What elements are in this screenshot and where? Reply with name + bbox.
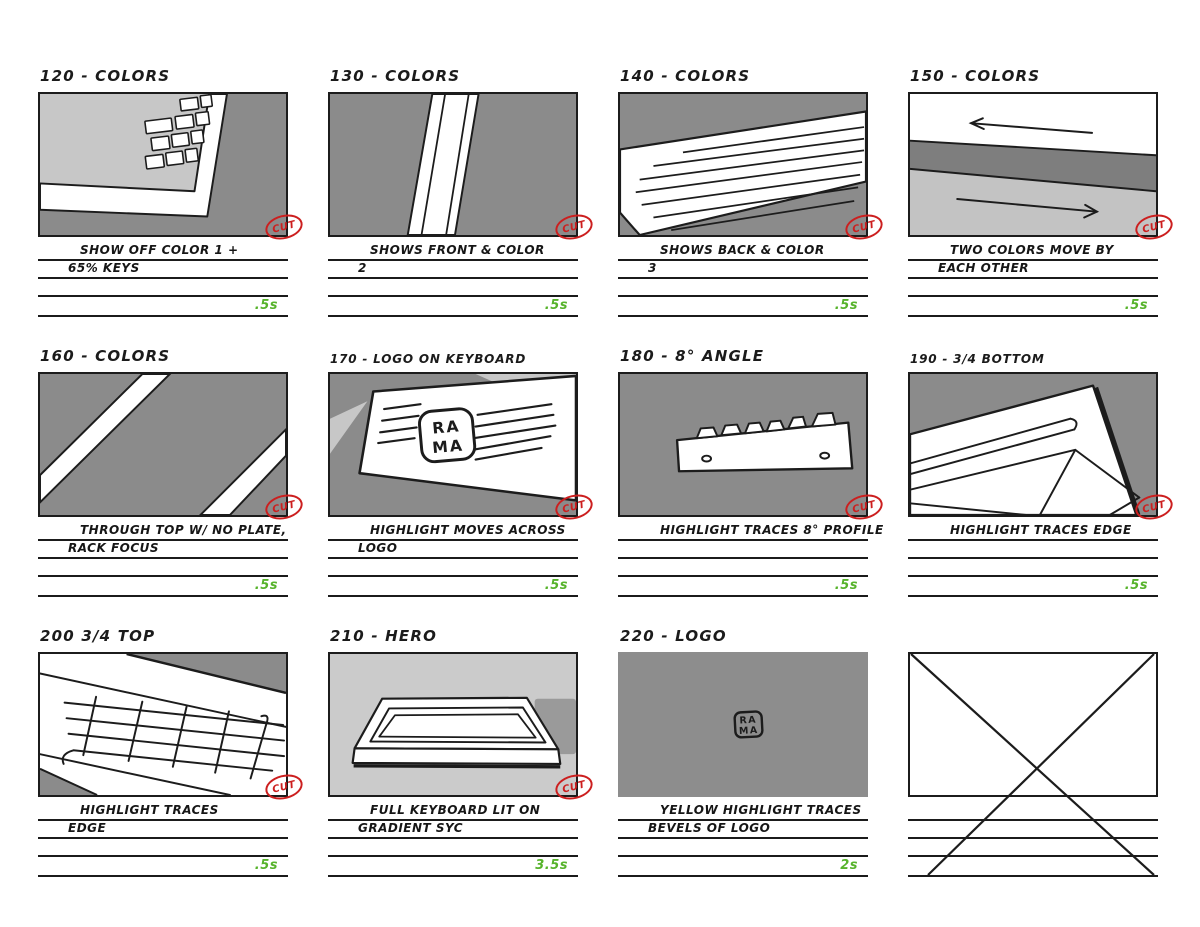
logo-text-bottom: MA [739, 725, 759, 737]
storyboard-panel: 190 - 3/4 BOTTOM CUT HIGHLIGHT TRACES ED… [908, 344, 1176, 597]
sketch-top-view-grid-icon [40, 654, 286, 795]
sketch-side-profile-icon [620, 374, 866, 515]
storyboard-panel: 140 - COLORS CUT SHOWS BACK & COLOR 3 .5… [618, 64, 886, 317]
panel-frame: CUT [618, 92, 886, 244]
sketch-back-diagonal-lines-icon [620, 94, 866, 235]
storyboard-panel: 160 - COLORS CUT THROUGH TOP W/ NO PLATE… [38, 344, 306, 597]
storyboard-panel: 200 3/4 TOP CUT HIGHLIGHT TRAC [38, 624, 306, 877]
panel-title: 200 3/4 TOP [40, 627, 156, 645]
panel-frame: RA MA [618, 652, 868, 797]
panel-frame: CUT [38, 652, 306, 804]
panel-frame: CUT [328, 652, 596, 804]
storyboard-panel: 150 - COLORS CUT TWO COLORS MOVE BY EACH… [908, 64, 1176, 317]
panel-title: 150 - COLORS [910, 67, 1041, 85]
sketch-two-diagonal-stripes-icon [40, 374, 286, 515]
panel-frame: CUT [38, 92, 306, 244]
duration-label: .5s [544, 578, 568, 593]
sketch-rama-logo-plate-icon: RA MA [330, 374, 576, 515]
panel-title: 160 - COLORS [40, 347, 171, 365]
duration-label: 3.5s [535, 858, 568, 873]
caption-line-2: RACK FOCUS [68, 541, 160, 555]
caption-lines: THROUGH TOP W/ NO PLATE, RACK FOCUS .5s [38, 517, 288, 597]
sketch-three-quarter-bottom-icon [910, 374, 1156, 515]
caption-line-1: SHOW OFF COLOR 1 + [80, 243, 239, 257]
duration-label: .5s [544, 298, 568, 313]
caption-line-1: HIGHLIGHT MOVES ACROSS [370, 523, 566, 537]
caption-lines: HIGHLIGHT MOVES ACROSS LOGO .5s [328, 517, 578, 597]
storyboard-panel-crossed-out [908, 624, 1158, 877]
panel-frame: RA MA CUT [328, 372, 596, 524]
caption-line-2: 65% KEYS [68, 261, 140, 275]
caption-line-1: FULL KEYBOARD LIT ON [370, 803, 541, 817]
caption-lines: TWO COLORS MOVE BY EACH OTHER .5s [908, 237, 1158, 317]
duration-label: .5s [254, 298, 278, 313]
storyboard-panel: 120 - COLORS CUT SHOW OFF COLOR 1 + 65% … [38, 64, 306, 317]
caption-line-1: HIGHLIGHT TRACES [80, 803, 219, 817]
panel-frame: CUT [38, 372, 306, 524]
caption-lines: FULL KEYBOARD LIT ON GRADIENT SYC 3.5s [328, 797, 578, 877]
panel-title: 130 - COLORS [330, 67, 461, 85]
panel-title: 170 - LOGO ON KEYBOARD [330, 352, 527, 366]
panel-title: 180 - 8° ANGLE [620, 347, 765, 365]
caption-line-1: SHOWS FRONT & COLOR [370, 243, 545, 257]
caption-line-1: HIGHLIGHT TRACES 8° PROFILE [660, 523, 884, 537]
sketch-front-edge-stripe-icon [330, 94, 576, 235]
panel-title [908, 624, 1158, 652]
caption-lines: SHOW OFF COLOR 1 + 65% KEYS .5s [38, 237, 288, 317]
caption-line-2: GRADIENT SYC [358, 821, 464, 835]
caption-line-1: THROUGH TOP W/ NO PLATE, [80, 523, 287, 537]
caption-line-1: TWO COLORS MOVE BY [950, 243, 1114, 257]
cross-out-x-icon [910, 653, 1155, 876]
caption-lines: HIGHLIGHT TRACES EDGE .5s [908, 517, 1158, 597]
caption-lines: YELLOW HIGHLIGHT TRACES BEVELS OF LOGO 2… [618, 797, 868, 877]
caption-lines [908, 797, 1158, 877]
duration-label: .5s [254, 858, 278, 873]
caption-line-2: BEVELS OF LOGO [648, 821, 771, 835]
storyboard-panel: 220 - LOGO RA MA YELLOW HIGHLIGHT TRACES… [618, 624, 868, 877]
duration-label: .5s [1124, 298, 1148, 313]
caption-line-1: YELLOW HIGHLIGHT TRACES [660, 803, 862, 817]
caption-line-2: 2 [358, 261, 367, 275]
caption-lines: HIGHLIGHT TRACES 8° PROFILE .5s [618, 517, 883, 597]
duration-label: 2s [840, 858, 858, 873]
duration-label: .5s [254, 578, 278, 593]
sketch-hero-tray-icon [330, 654, 576, 795]
storyboard-grid: 120 - COLORS CUT SHOW OFF COLOR 1 + 65% … [38, 64, 1176, 877]
panel-frame: CUT [328, 92, 596, 244]
panel-title: 210 - HERO [330, 627, 438, 645]
logo-text-top: RA [431, 416, 461, 437]
storyboard-panel: 210 - HERO CUT FULL KEYBOARD LIT ON GRAD… [328, 624, 596, 877]
caption-line-2: EACH OTHER [938, 261, 1030, 275]
caption-lines: HIGHLIGHT TRACES EDGE .5s [38, 797, 288, 877]
sketch-two-bands-arrows-icon [910, 94, 1156, 235]
caption-line-2: LOGO [358, 541, 398, 555]
caption-line-2: EDGE [68, 821, 107, 835]
panel-frame: CUT [908, 92, 1176, 244]
sketch-keyboard-corner-keys-icon [40, 94, 286, 235]
panel-frame: CUT [908, 372, 1176, 524]
storyboard-panel: 130 - COLORS CUT SHOWS FRONT & COLOR 2 .… [328, 64, 596, 317]
caption-line-1: HIGHLIGHT TRACES EDGE [950, 523, 1132, 537]
caption-lines: SHOWS BACK & COLOR 3 .5s [618, 237, 868, 317]
caption-line-1: SHOWS BACK & COLOR [660, 243, 825, 257]
panel-title: 120 - COLORS [40, 67, 171, 85]
panel-title: 190 - 3/4 BOTTOM [910, 352, 1045, 366]
storyboard-panel: 170 - LOGO ON KEYBOARD RA MA CUT H [328, 344, 596, 597]
duration-label: .5s [1124, 578, 1148, 593]
panel-frame: CUT [618, 372, 886, 524]
sketch-logo-on-gray-icon: RA MA [618, 652, 868, 797]
caption-line-2: 3 [648, 261, 657, 275]
logo-text-bottom: MA [431, 436, 464, 458]
caption-lines: SHOWS FRONT & COLOR 2 .5s [328, 237, 578, 317]
panel-title: 220 - LOGO [620, 627, 727, 645]
panel-title: 140 - COLORS [620, 67, 751, 85]
duration-label: .5s [834, 578, 858, 593]
duration-label: .5s [834, 298, 858, 313]
logo-text-top: RA [739, 715, 757, 727]
storyboard-panel: 180 - 8° ANGLE CUT HIGHLIGHT TRACES 8° [618, 344, 886, 597]
